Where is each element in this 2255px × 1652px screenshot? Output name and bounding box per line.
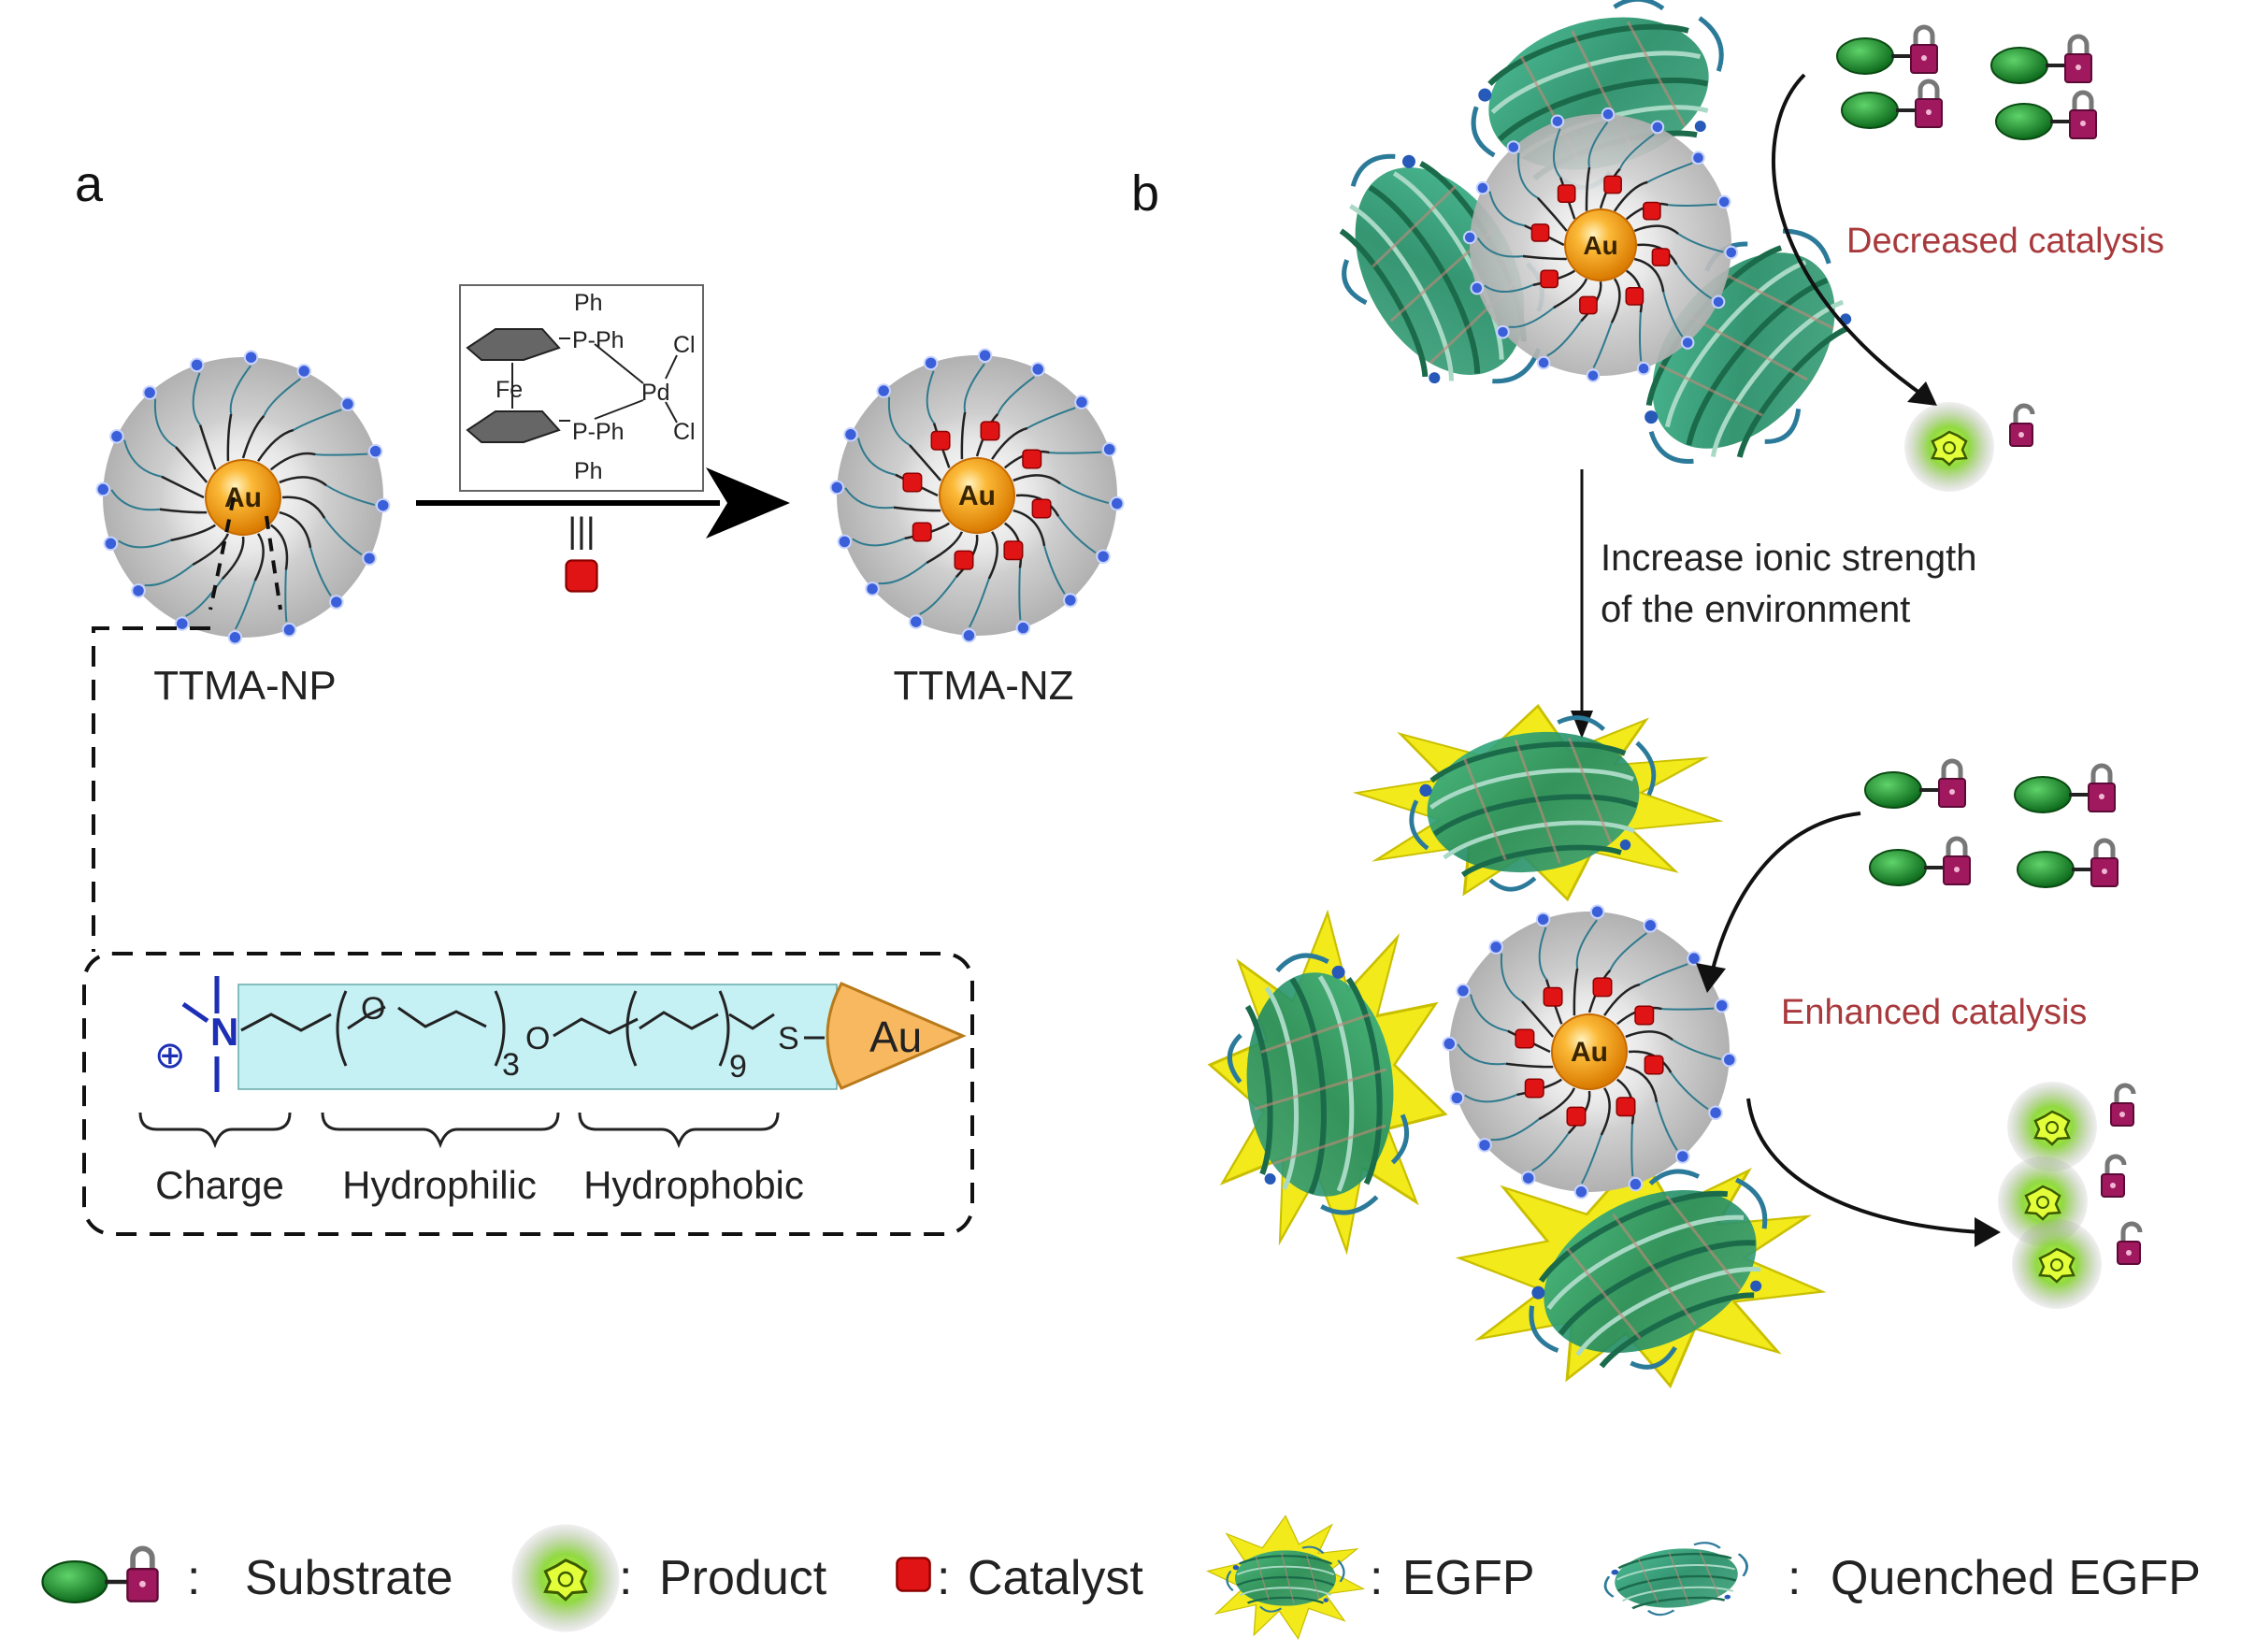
core-label: Au: [958, 481, 996, 511]
ttma-nz-label: TTMA-NZ: [893, 663, 1073, 709]
legend-egfp-icon: [1207, 1515, 1364, 1640]
cl-label-bottom: Cl: [673, 419, 696, 445]
legend-catalyst-label: Catalyst: [968, 1551, 1143, 1605]
decreased-catalysis-label: Decreased catalysis: [1846, 222, 2164, 261]
panel-label-a: a: [75, 156, 104, 212]
ph-label-bottom: Ph: [574, 458, 603, 484]
repeat-3: 3: [502, 1047, 520, 1083]
p-ph-label-bottom: P-Ph: [572, 419, 625, 445]
oxygen-atom-2: O: [525, 1021, 550, 1056]
gold-label: Au: [869, 1013, 922, 1061]
positive-charge: ⊕: [154, 1035, 186, 1076]
legend-product-icon: [510, 1522, 622, 1634]
gold-core: [205, 459, 281, 536]
nitrogen-atom: N: [210, 1010, 238, 1054]
catalyst-complex-structure: Ph P-Ph Fe Pd P-Ph Ph Cl Cl: [459, 284, 704, 492]
alkyl-chains: [159, 413, 327, 582]
enhanced-catalysis-label: Enhanced catalysis: [1781, 993, 2087, 1032]
equivalence-symbol: |||: [567, 511, 596, 551]
ttma-np-label: TTMA-NP: [153, 663, 337, 709]
substrate-group-top: [1837, 27, 2096, 139]
legend-colon-2: :: [619, 1551, 632, 1605]
cl-label-top: Cl: [673, 332, 696, 358]
legend-egfp-label: EGFP: [1402, 1551, 1535, 1605]
legend-colon-1: :: [187, 1551, 200, 1605]
encapsulated-catalysts: [902, 421, 1052, 570]
repeat-9: 9: [729, 1049, 747, 1085]
gold-surface-wedge: [826, 982, 967, 1090]
sulfur-atom: S: [778, 1021, 799, 1056]
oxygen-atom: O: [361, 991, 385, 1027]
peg-chains: [110, 365, 376, 630]
pd-label: Pd: [641, 380, 670, 406]
zoom-connector: [92, 626, 210, 952]
legend-substrate-label: Substrate: [245, 1551, 453, 1605]
segment-braces: [138, 1112, 780, 1149]
legend-product-label: Product: [659, 1551, 827, 1605]
p-ph-label-top: P-Ph: [572, 327, 625, 353]
segment-hydrophilic: Hydrophilic: [342, 1163, 537, 1207]
legend-quenched-egfp-label: Quenched EGFP: [1831, 1551, 2201, 1605]
ionic-strength-line2: of the environment: [1601, 589, 1910, 630]
segment-charge: Charge: [155, 1163, 284, 1207]
substrate-group-bottom: [1865, 761, 2118, 887]
legend-substrate-icon: [43, 1548, 158, 1602]
legend-colon-3: :: [937, 1551, 950, 1605]
ligand-detail-box: [82, 952, 974, 1236]
fe-label: Fe: [496, 377, 523, 403]
legend-catalyst-icon: [896, 1557, 931, 1592]
ligand-structure: N ⊕ O 3 O 9 S Au: [154, 976, 967, 1092]
legend-colon-5: :: [1788, 1551, 1801, 1605]
product-top: [1903, 400, 2032, 494]
catalyst-square: [565, 559, 598, 593]
panel-label-b: b: [1131, 165, 1159, 222]
ttma-np-particle: Au: [95, 350, 391, 645]
core-label: Au: [1583, 231, 1617, 260]
ph-label-top: Ph: [574, 290, 603, 316]
ionic-strength-line1: Increase ionic strength: [1601, 538, 1976, 579]
legend: : Substrate : Product : Catalyst : EGFP …: [43, 1515, 2201, 1640]
nanozyme-bottom: Au: [1442, 904, 1737, 1199]
product-stack: [1996, 1080, 2140, 1311]
nanozyme-top: Au: [1462, 107, 1739, 383]
reaction-arrow: [416, 467, 790, 539]
legend-colon-4: :: [1370, 1551, 1383, 1605]
segment-hydrophobic: Hydrophobic: [583, 1163, 804, 1207]
legend-quenched-egfp-icon: [1601, 1537, 1753, 1621]
surface-charges: [95, 350, 391, 645]
ttma-nz-particle: Au: [829, 348, 1125, 643]
core-label: Au: [1571, 1037, 1608, 1068]
